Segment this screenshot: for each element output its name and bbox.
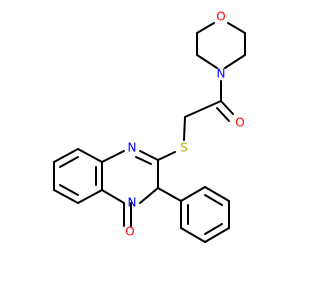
bond xyxy=(157,187,182,202)
bond xyxy=(59,156,79,168)
phenyl-ring xyxy=(157,186,230,243)
bond xyxy=(77,189,103,204)
atom-label-o-quinazolinone: O xyxy=(125,225,134,239)
pyrimidinone-ring xyxy=(101,150,159,227)
bond xyxy=(216,107,230,122)
benzo-ring xyxy=(53,148,103,204)
bond xyxy=(157,151,176,161)
bond xyxy=(180,186,206,202)
bond xyxy=(184,100,222,118)
bond xyxy=(180,227,206,243)
bond xyxy=(135,156,152,165)
bond xyxy=(101,189,125,204)
atom-label-o-carbonyl: O xyxy=(235,116,244,130)
bond xyxy=(204,223,223,235)
bond xyxy=(59,184,79,196)
bond xyxy=(183,116,186,141)
bond xyxy=(196,22,215,34)
bond xyxy=(220,100,234,115)
bond xyxy=(139,187,159,204)
bond xyxy=(204,227,230,243)
bond xyxy=(196,54,218,69)
bond xyxy=(77,148,103,163)
molecule-canvas: N O O S N N O xyxy=(53,10,246,243)
bond xyxy=(53,189,79,204)
atom-label-o-morpholine: O xyxy=(216,10,225,24)
bond xyxy=(101,150,125,163)
atom-label-n-morpholine: N xyxy=(217,67,226,81)
bond xyxy=(139,150,159,161)
bond xyxy=(227,22,246,34)
morpholine-ring xyxy=(196,22,246,69)
atom-label-s-thioether: S xyxy=(180,141,188,155)
bond xyxy=(224,54,246,69)
bond xyxy=(204,186,230,202)
structure-diagram: N O O S N N O xyxy=(53,10,246,243)
amide-linker xyxy=(157,80,234,161)
bond xyxy=(53,148,79,163)
atom-label-n-ring-top: N xyxy=(128,141,137,155)
atom-label-n-ring-3: N xyxy=(128,196,137,210)
bond xyxy=(204,194,223,206)
